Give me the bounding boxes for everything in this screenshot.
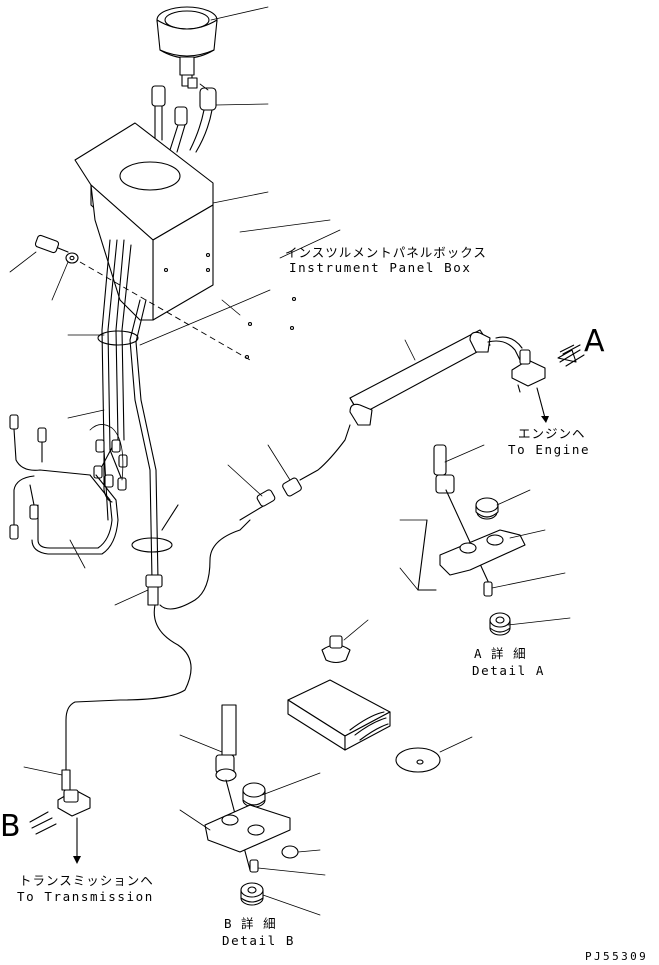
transmission-sensor: [57, 769, 91, 817]
drawing-code: PJ55309: [585, 950, 649, 963]
engine-sensor: [511, 349, 546, 393]
view-arrow-a: [557, 344, 577, 363]
middle-connector: [239, 424, 351, 521]
gauge-leader: [210, 6, 269, 21]
cable-to-connector: [159, 519, 251, 610]
gauge-part: [156, 6, 218, 87]
bolt-washer: [34, 234, 79, 264]
connector-leader: [215, 103, 269, 106]
detail-b-label-en: Detail B: [222, 933, 296, 948]
instrument-panel-box: [74, 122, 214, 321]
to-engine-label-jp: エンジンヘ: [518, 426, 586, 441]
detail-b-assembly: [204, 704, 299, 906]
mounting-dashline: [79, 261, 251, 361]
cable-to-transmission: [65, 604, 192, 771]
mid-nut: [321, 635, 351, 664]
left-harness: [9, 414, 119, 555]
detail-a-label-en: Detail A: [472, 663, 546, 678]
sensor-tube: [349, 329, 523, 426]
instrument-panel-box-label-en: Instrument Panel Box: [289, 260, 472, 275]
engine-arrow: [536, 387, 546, 419]
cable-clamp: [131, 504, 179, 606]
view-arrow-b: [29, 811, 57, 835]
to-engine-label-en: To Engine: [508, 442, 591, 457]
box-leader: [212, 191, 269, 204]
to-transmission-label-en: To Transmission: [17, 889, 154, 904]
view-b-label: B: [0, 809, 21, 844]
detail-a-assembly: [417, 444, 526, 636]
connector-parts: [151, 77, 217, 153]
disc-part: [395, 747, 441, 773]
to-transmission-label-jp: トランスミッションヘ: [19, 873, 154, 888]
cable-bundle: [89, 239, 159, 581]
instrument-panel-box-label-jp: インスツルメントパネルボックス: [285, 245, 487, 260]
pad-part: [287, 679, 391, 751]
detail-b-label-jp: B 詳 細: [224, 916, 277, 931]
view-a-label: A: [584, 324, 605, 359]
detail-a-label-jp: A 詳 細: [474, 646, 527, 661]
